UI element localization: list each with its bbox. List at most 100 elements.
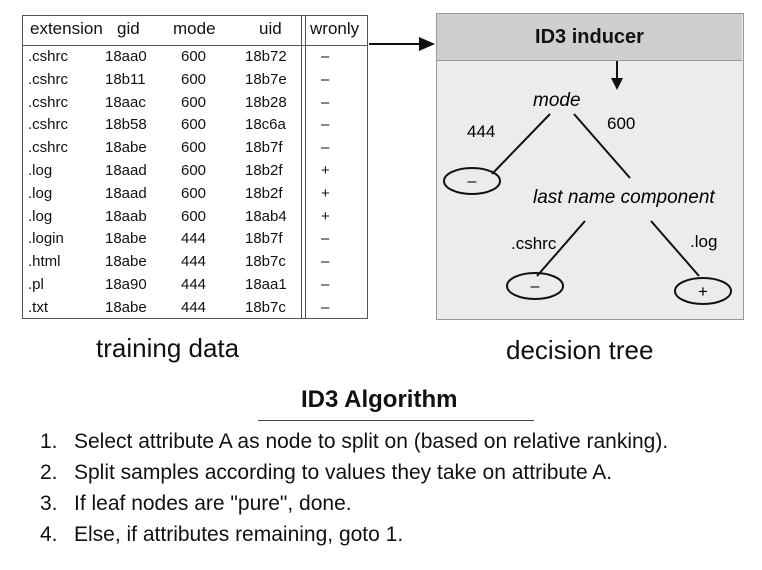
table-cell: 600 [181, 184, 207, 202]
table-cell: 18aa0 [105, 48, 147, 65]
step-number: 4. [40, 523, 58, 546]
table-cell: 18aa1 [245, 276, 287, 293]
table-cell: .txt [28, 298, 49, 316]
edge-label-log: .log [690, 232, 717, 251]
table-cell: .cshrc [28, 116, 69, 134]
algorithm-step: 4. Else, if attributes remaining, goto 1. [40, 523, 403, 547]
inducer-title: ID3 inducer [535, 26, 644, 48]
table-cell: – [321, 70, 330, 88]
algorithm-step: 2.Split samples according to values they… [40, 461, 612, 485]
table-cell: 600 [181, 93, 207, 111]
table-cell: 444 [181, 253, 207, 271]
table-cell: + [321, 184, 330, 202]
table-cell: 18b7f [245, 139, 283, 157]
table-cell: 18abe [105, 253, 147, 271]
decision-tree-graph: mode 444 600 – last name component .cshr… [443, 61, 732, 305]
table-cell: 18b7f [245, 230, 283, 248]
table-cell: 18aac [105, 93, 146, 111]
step-number: 3. [40, 492, 58, 515]
edge-label-600: 600 [607, 114, 635, 133]
edge-444 [491, 113, 551, 175]
table-cell: .login [28, 230, 64, 248]
table-cell: 18aad [105, 184, 147, 202]
algorithm-title: ID3 Algorithm [301, 386, 458, 413]
table-cell: 600 [181, 139, 207, 157]
algorithm-step: 3. If leaf nodes are "pure", done. [40, 492, 352, 516]
table-cell: + [321, 207, 330, 225]
table-cell: 18b28 [245, 93, 287, 111]
table-cell: 18abe [105, 139, 147, 157]
leaf-label-left: – [468, 173, 477, 190]
edge-600 [573, 113, 631, 179]
column-divider [305, 16, 306, 318]
table-cell: – [321, 298, 330, 316]
leaf-label-log: + [698, 282, 708, 301]
table-cell: 18aab [105, 207, 147, 225]
leaf-node-left [443, 167, 501, 195]
table-cell: 18a90 [105, 276, 147, 293]
header-wronly: wronly [310, 19, 360, 38]
table-cell: – [321, 230, 330, 248]
inner-node-label: last name component [533, 187, 715, 208]
training-data-table: extension gid mode uid wronly .cshrc 18aa… [22, 15, 368, 319]
title-underline [258, 420, 534, 421]
table-cell: + [321, 162, 330, 179]
header-extension: extension [30, 19, 103, 38]
table-cell: 18b7c [245, 253, 286, 271]
table-cell: 18b7c [245, 298, 286, 316]
table-cell: .log [28, 207, 53, 225]
step-text: Split samples according to values they t… [74, 461, 613, 484]
leaf-node-log [674, 277, 732, 305]
header-gid: gid [117, 19, 140, 38]
table-cell: .cshrc [28, 48, 69, 65]
edge-label-cshrc: .cshrc [511, 234, 557, 253]
table-cell: – [321, 93, 330, 111]
table-cell: 18b11 [105, 70, 146, 88]
leaf-label-cshrc: – [531, 278, 540, 295]
table-cell: .cshrc [28, 70, 69, 88]
table-cell: 18b72 [245, 48, 287, 65]
table-cell: 18b58 [105, 116, 147, 134]
column-divider [301, 16, 302, 318]
table-cell: 444 [181, 298, 207, 316]
step-text: If leaf nodes are "pure", done. [74, 492, 352, 515]
table-cell: .html [28, 253, 61, 271]
table-cell: 444 [181, 230, 207, 248]
root-node-label: mode [533, 90, 581, 111]
table-cell: 18c6a [245, 116, 286, 134]
edge-cshrc [536, 220, 586, 277]
table-cell: – [321, 139, 330, 157]
table-cell: 18b2f [245, 184, 283, 202]
arrow-down-icon [611, 78, 623, 90]
table-cell: .log [28, 184, 53, 202]
table-cell: .log [28, 162, 53, 179]
table-cell: 18b7e [245, 70, 287, 88]
table-cell: – [321, 48, 330, 65]
inducer-header: ID3 inducer [437, 14, 742, 61]
table-cell: – [321, 253, 330, 271]
header-mode: mode [173, 19, 216, 38]
table-cell: – [321, 116, 330, 134]
step-text: Select attribute A as node to split on (… [74, 430, 669, 453]
header-uid: uid [259, 19, 282, 38]
table-cell: .cshrc [28, 139, 69, 157]
table-cell: 18abe [105, 298, 147, 316]
table-cell: .cshrc [28, 93, 69, 111]
training-data-caption: training data [96, 333, 240, 363]
table-cell: 600 [181, 116, 207, 134]
table-header: extension gid mode uid wronly [23, 16, 367, 46]
edge-label-444: 444 [467, 122, 495, 141]
table-cell: 444 [181, 276, 207, 293]
table-cell: 600 [181, 70, 207, 88]
table-cell: 600 [181, 207, 207, 225]
decision-tree-caption: decision tree [506, 335, 654, 365]
table-cell: – [321, 276, 330, 293]
step-text: Else, if attributes remaining, goto 1. [74, 523, 404, 546]
decision-tree-panel: ID3 inducer mode 444 600 – last name com… [436, 13, 744, 320]
table-cell: 18abe [105, 230, 147, 248]
step-number: 1. [40, 430, 58, 453]
table-cell: 18aad [105, 162, 147, 179]
table-cell: 18ab4 [245, 207, 287, 225]
